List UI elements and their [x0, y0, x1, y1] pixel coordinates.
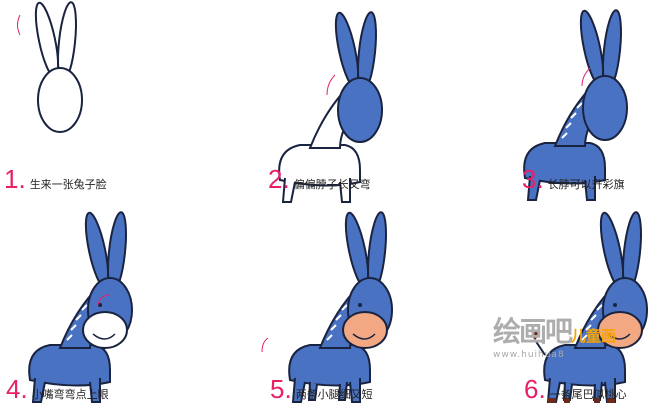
- step-text: 小嘴弯弯点上眼: [31, 388, 109, 401]
- guide-arrow-icon: [97, 294, 111, 306]
- donkey-front-back-legs: [291, 377, 361, 403]
- watermark-url: www.huihua8: [493, 350, 565, 360]
- step-number: 6.: [524, 374, 546, 403]
- donkey-step-4: [28, 211, 133, 403]
- donkey-body: [278, 144, 361, 187]
- step-text: 偏偏脖子长又弯: [293, 178, 371, 191]
- donkey-mane: [326, 294, 355, 341]
- watermark-subtitle: 儿童画: [571, 327, 617, 345]
- donkey-front-back-legs: [281, 177, 351, 203]
- step-5-caption: 5. 两条小腿细又短: [270, 376, 373, 402]
- watermark-title: 绘画吧: [493, 315, 573, 348]
- donkey-tail: [534, 339, 546, 356]
- donkey-mouth: [607, 333, 631, 340]
- donkey-head: [337, 77, 383, 143]
- donkey-body: [543, 344, 626, 387]
- donkey-muzzle: [82, 311, 128, 349]
- donkey-hoof: [548, 398, 556, 403]
- donkey-mane: [561, 92, 590, 139]
- donkey-eye: [358, 303, 362, 307]
- step-3-caption: 3. 长脖可以升彩旗: [522, 166, 625, 192]
- guide-arrow-icon: [581, 67, 591, 87]
- step-number: 4.: [6, 374, 28, 403]
- donkey-hoof: [564, 398, 570, 403]
- donkey-mouth: [352, 333, 376, 340]
- watermark-logo: 绘画吧儿童画 www.huihua8: [493, 315, 617, 361]
- donkey-tail-tuft-heart: [532, 330, 538, 340]
- donkey-mane: [581, 294, 610, 341]
- step-6-caption: 6. 一条尾巴似桃心: [524, 376, 627, 402]
- step-text: 生来一张兔子脸: [29, 178, 107, 191]
- step-2-caption: 2. 偏偏脖子长又弯: [268, 166, 371, 192]
- donkey-muzzle: [342, 311, 388, 349]
- donkey-hoof: [607, 398, 615, 403]
- donkey-head: [37, 67, 83, 133]
- step-number: 3.: [522, 164, 544, 194]
- donkey-body: [28, 344, 111, 387]
- donkey-body: [288, 344, 371, 387]
- step-text: 一条尾巴似桃心: [549, 388, 627, 401]
- donkey-extra-legs: [307, 381, 348, 401]
- donkey-front-back-legs: [526, 175, 596, 201]
- donkey-hoof: [594, 398, 600, 403]
- step-number: 5.: [270, 374, 292, 403]
- guide-arrow-icon: [261, 337, 269, 353]
- step-1-caption: 1. 生来一张兔子脸: [4, 166, 107, 192]
- donkey-step-2: [278, 11, 383, 203]
- donkey-step-6: [532, 211, 648, 403]
- step-4-caption: 4. 小嘴弯弯点上眼: [6, 376, 109, 402]
- donkey-step-3: [523, 9, 628, 201]
- donkey-front-back-legs: [31, 377, 101, 403]
- donkey-head: [582, 75, 628, 141]
- step-text: 两条小腿细又短: [295, 388, 373, 401]
- step-number: 1.: [4, 164, 26, 194]
- donkey-mouth: [92, 333, 116, 340]
- step-number: 2.: [268, 164, 290, 194]
- donkey-eye: [98, 303, 102, 307]
- step-text: 长脖可以升彩旗: [547, 178, 625, 191]
- donkey-eye: [613, 303, 617, 307]
- donkey-mane: [66, 294, 95, 341]
- donkey-step-5: [288, 211, 393, 403]
- guide-arrow-icon: [326, 74, 336, 96]
- donkey-body: [523, 142, 606, 185]
- guide-arrow-icon: [17, 14, 21, 36]
- donkey-step-1: [34, 1, 83, 133]
- donkey-muzzle: [597, 311, 643, 349]
